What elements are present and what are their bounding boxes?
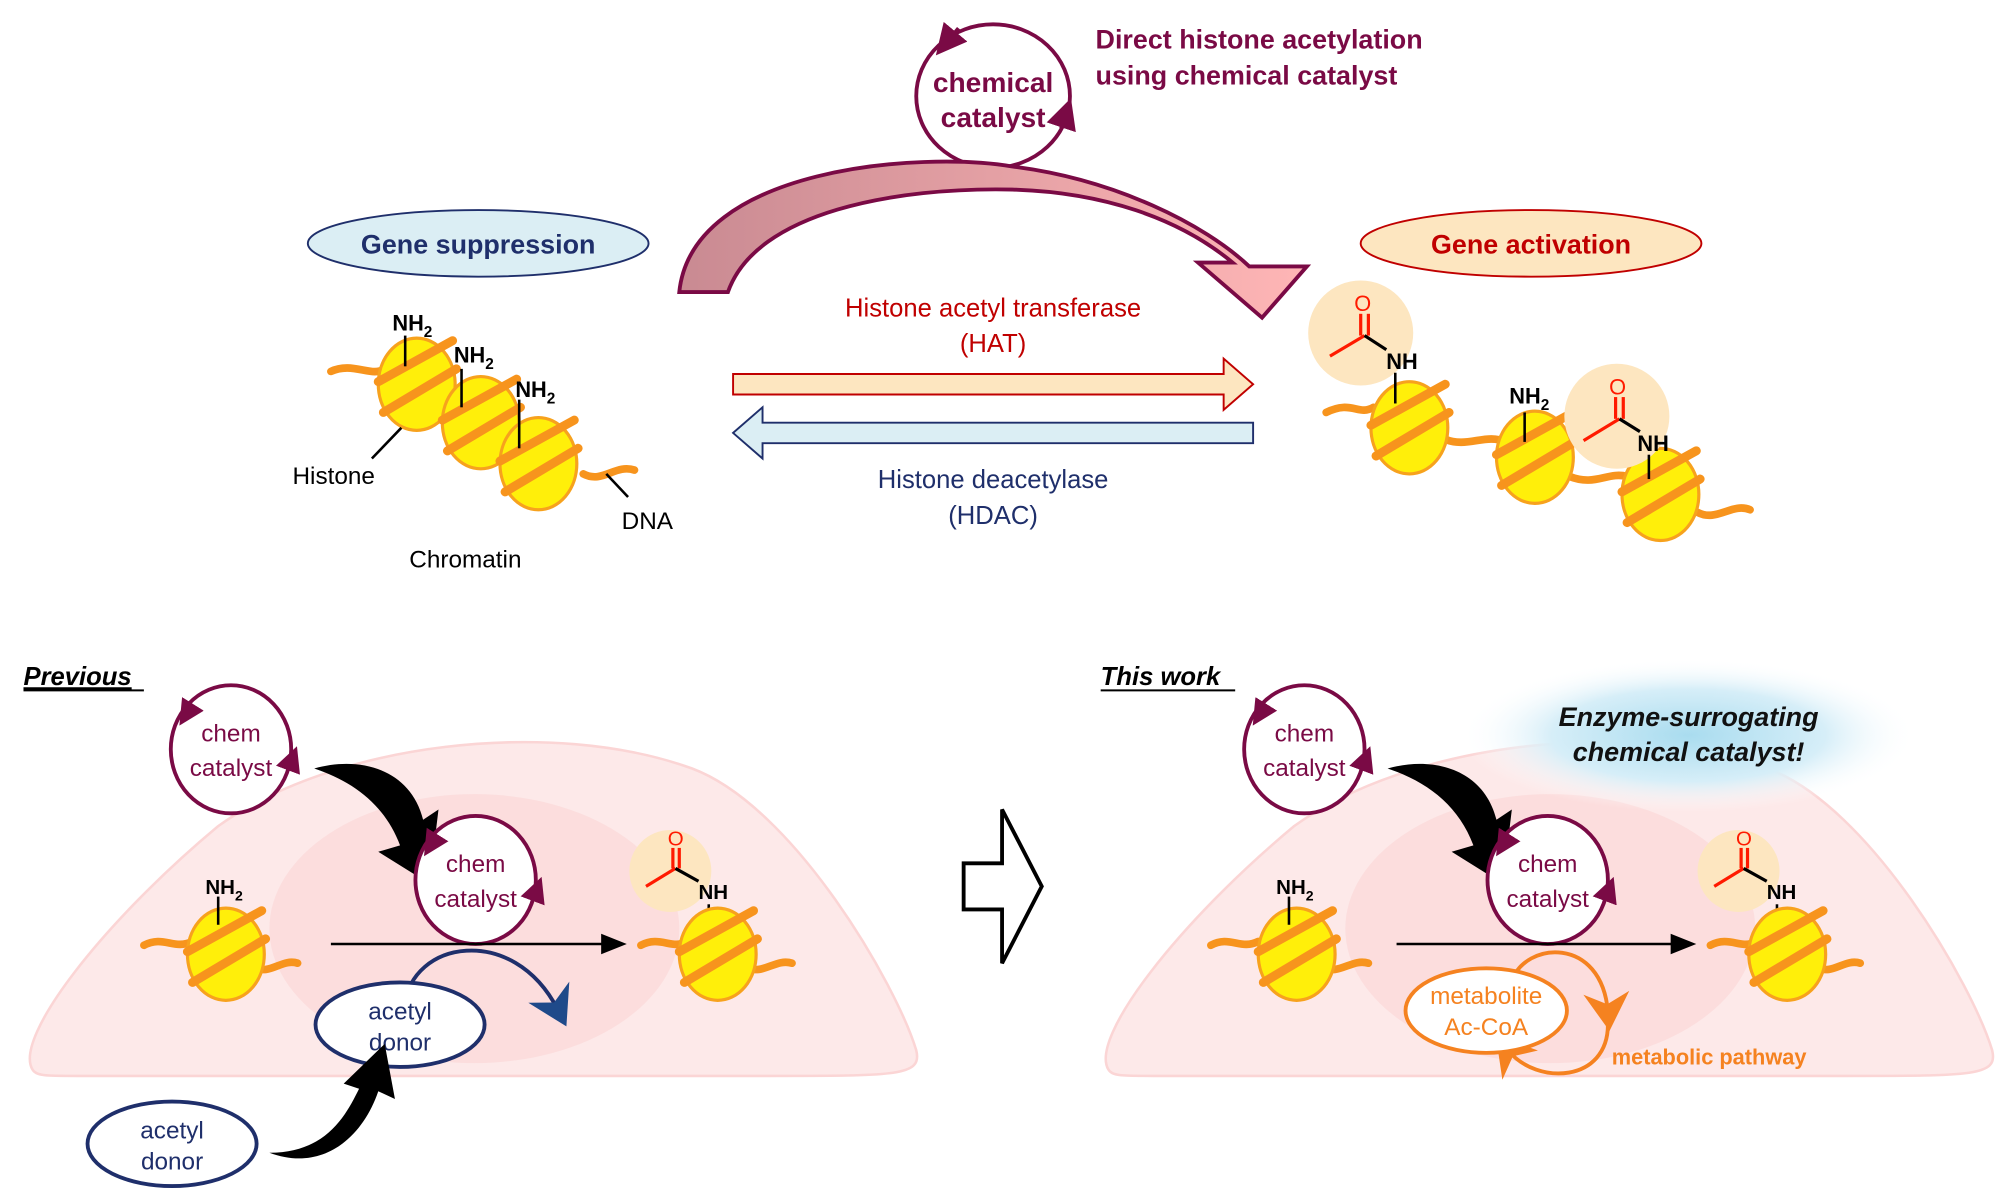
chem-catalyst-inside-previous: chem catalyst [413, 813, 545, 946]
hat-label-2: (HAT) [960, 330, 1026, 358]
svg-text:chem: chem [201, 721, 260, 748]
svg-text:chem: chem [1275, 721, 1335, 748]
nh2-label: NH2 [1509, 383, 1549, 413]
this-work-heading: This work [1101, 663, 1222, 691]
svg-text:chem: chem [446, 851, 506, 878]
gene-suppression-badge: Gene suppression [306, 209, 650, 278]
catalyst-entry-arrow [1387, 763, 1512, 884]
metabolic-cycle-arrow [1495, 1024, 1610, 1080]
top-catalyst-cycle: chemical catalyst [914, 21, 1076, 170]
svg-text:O: O [668, 827, 684, 850]
dna-label: DNA [622, 508, 674, 535]
oxygen-label: O [1354, 291, 1371, 316]
cycle-arrow-icon [1046, 98, 1076, 133]
svg-text:catalyst: catalyst [434, 886, 517, 913]
chromatin-suppressed: NH2 NH2 NH2 Histone DNA Chromatin [292, 310, 673, 573]
direct-acetylation-curved-arrow [677, 159, 1312, 321]
gene-activation-label: Gene activation [1431, 230, 1631, 260]
metabolic-cycle-arrow [1510, 950, 1630, 1032]
hdac-label-1: Histone deacetylase [878, 466, 1109, 494]
donor-entry-arrow [269, 1043, 395, 1159]
callout-line-2: chemical catalyst! [1573, 737, 1805, 767]
chem-catalyst-outside-this-work: chem catalyst [1242, 683, 1374, 816]
svg-text:acetyl: acetyl [368, 999, 432, 1026]
histone-label: Histone [292, 463, 375, 490]
svg-text:metabolite: metabolite [1430, 983, 1542, 1010]
nh2-label: NH2 [454, 342, 494, 372]
oxygen-label: O [1609, 375, 1626, 400]
direct-acetylation-title-1: Direct histone acetylation [1096, 25, 1423, 55]
hat-arrow [732, 356, 1255, 412]
direct-acetylation-title-2: using chemical catalyst [1096, 61, 1398, 91]
metabolite-ac-coa: metabolite Ac-CoA [1403, 966, 1569, 1055]
histone-bead [500, 418, 578, 510]
acetyl-donor-inside: acetyl donor [313, 980, 487, 1069]
svg-text:Ac-CoA: Ac-CoA [1444, 1014, 1529, 1041]
chem-catalyst-outside-previous: chem catalyst [168, 683, 300, 816]
svg-text:NH: NH [1767, 881, 1797, 904]
top-catalyst-label-1: chemical [933, 66, 1054, 98]
nh2-label: NH2 [515, 377, 555, 407]
svg-text:O: O [1736, 827, 1752, 850]
svg-text:chem: chem [1518, 851, 1578, 878]
svg-text:NH: NH [698, 881, 728, 904]
transition-arrow [961, 808, 1044, 965]
svg-text:donor: donor [141, 1148, 203, 1175]
svg-text:catalyst: catalyst [190, 755, 273, 782]
nucleosome-unmodified-previous: NH2 [140, 876, 302, 1000]
metabolic-pathway-label: metabolic pathway [1612, 1044, 1807, 1069]
nh2-label: NH2 [392, 310, 432, 340]
callout-line-1: Enzyme-surrogating [1559, 702, 1819, 732]
nh2-label: NH2 [1276, 876, 1314, 903]
hdac-label-2: (HDAC) [948, 502, 1038, 530]
chromatin-activated: O NH NH2 O NH [1308, 280, 1754, 541]
nh2-label: NH2 [205, 876, 243, 903]
cycle-arrow-icon [935, 21, 968, 56]
nucleosome-unmodified-this-work: NH2 [1206, 876, 1373, 1000]
svg-text:acetyl: acetyl [140, 1118, 204, 1145]
hdac-arrow [731, 405, 1255, 461]
histone-bead [1496, 411, 1574, 503]
nh-label: NH [1386, 349, 1417, 374]
gene-activation-badge: Gene activation [1359, 209, 1703, 278]
svg-text:catalyst: catalyst [1263, 755, 1346, 782]
previous-heading: Previous [23, 663, 131, 691]
nucleosome-acetylated-previous: O NH [629, 827, 796, 1000]
gene-suppression-label: Gene suppression [361, 230, 595, 260]
hat-label-1: Histone acetyl transferase [845, 294, 1141, 322]
chromatin-label: Chromatin [409, 546, 521, 573]
top-catalyst-label-2: catalyst [941, 101, 1046, 133]
nh-label: NH [1637, 431, 1668, 456]
svg-text:catalyst: catalyst [1506, 886, 1589, 913]
acetyl-donor-outside: acetyl donor [85, 1099, 259, 1188]
histone-bead [1371, 382, 1449, 474]
chem-catalyst-inside-this-work: chem catalyst [1485, 813, 1617, 946]
nucleosome-acetylated-this-work: O NH [1697, 827, 1865, 1000]
enzyme-surrogating-callout [1460, 658, 1917, 813]
catalyst-entry-arrow [314, 763, 439, 884]
